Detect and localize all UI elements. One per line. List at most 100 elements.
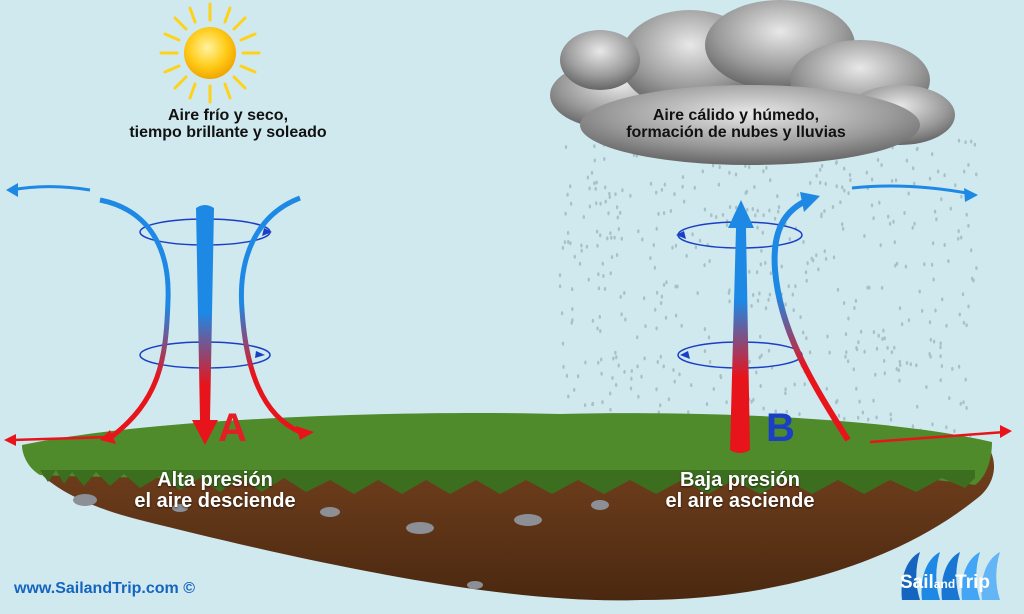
rain-drop — [619, 210, 622, 215]
rain-drop — [659, 354, 662, 359]
rain-drop — [866, 285, 869, 290]
rain-drop — [673, 379, 676, 384]
rain-drop — [777, 205, 781, 210]
rain-drop — [798, 412, 801, 417]
website-link[interactable]: www.SailandTrip.com © — [14, 580, 196, 597]
rain-drop — [844, 354, 847, 359]
rain-drop — [898, 378, 901, 383]
rain-drop — [600, 371, 603, 376]
rain-drop — [777, 209, 780, 214]
rain-drop — [820, 163, 824, 168]
rain-drop — [883, 336, 886, 341]
rain-drop — [603, 286, 607, 291]
rain-drop — [893, 240, 896, 245]
rain-drop — [931, 241, 935, 246]
rain-drop — [892, 219, 895, 224]
rain-drop — [854, 298, 858, 303]
rain-drop — [928, 352, 931, 356]
rain-drop — [874, 372, 877, 377]
rain-drop — [756, 208, 759, 213]
rain-drop — [820, 214, 823, 219]
rain-drop — [571, 307, 574, 312]
rain-drop — [588, 186, 591, 191]
rain-drop — [808, 350, 812, 355]
rain-drop — [753, 185, 756, 189]
rain-drop — [609, 407, 612, 412]
rain-drop — [563, 240, 567, 245]
rain-drop — [664, 315, 668, 320]
rain-drop — [759, 334, 762, 339]
rain-drop — [566, 192, 569, 197]
rain-drop — [970, 139, 973, 144]
rain-drop — [945, 323, 948, 328]
rain-drop — [728, 205, 732, 209]
rain-drop — [939, 354, 942, 359]
low-caption-line1: Aire cálido y húmedo, — [652, 107, 820, 124]
rain-drop — [875, 346, 879, 351]
rain-drop — [784, 387, 787, 392]
rain-drop — [890, 179, 894, 183]
rain-drop — [894, 263, 897, 268]
rain-drop — [644, 324, 647, 329]
rain-drop — [925, 385, 928, 389]
rain-drop — [898, 306, 902, 311]
rain-drop — [665, 280, 668, 285]
rain-drop — [824, 256, 828, 261]
rain-drop — [941, 297, 944, 302]
rain-drop — [728, 299, 731, 304]
rain-drop — [939, 378, 942, 383]
rain-drop — [762, 406, 765, 411]
rain-drop — [903, 211, 906, 215]
rain-drop — [863, 234, 866, 238]
rain-drop — [637, 229, 640, 234]
rain-drop — [960, 235, 963, 240]
rain-drop — [823, 249, 826, 254]
rain-drop — [593, 144, 596, 149]
rain-drop — [662, 211, 666, 216]
rain-drop — [857, 340, 860, 345]
rain-drop — [570, 320, 573, 325]
rain-drop — [788, 237, 791, 242]
rain-drop — [617, 227, 621, 232]
rain-drop — [945, 425, 948, 430]
rain-drop — [643, 356, 646, 361]
rain-drop — [703, 349, 707, 354]
rain-drop — [960, 194, 963, 199]
rain-drop — [959, 401, 962, 406]
rain-drop — [762, 169, 765, 174]
rain-drop — [964, 140, 967, 145]
low-pressure-caption: Aire cálido y húmedo, formación de nubes… — [606, 107, 866, 142]
rain-drop — [835, 184, 838, 189]
rain-drop — [728, 170, 731, 175]
rain-drop — [835, 160, 838, 165]
rain-drop — [967, 304, 970, 309]
high-ground-line2: el aire desciende — [134, 490, 296, 512]
rain-drop — [865, 170, 868, 175]
rain-drop — [599, 233, 602, 238]
rain-drop — [597, 360, 600, 365]
rain-drop — [703, 327, 707, 332]
rain-drop — [558, 273, 562, 278]
rain-drop — [957, 229, 960, 234]
rain-drop — [758, 291, 761, 296]
rain-drop — [852, 367, 855, 372]
rain-drop — [754, 213, 757, 218]
rain-drop — [641, 237, 644, 242]
rain-drop — [584, 360, 587, 365]
rain-drop — [889, 412, 892, 417]
rain-drop — [923, 262, 926, 267]
high-pressure-letter: A — [218, 406, 247, 450]
rain-drop — [617, 363, 620, 368]
rain-drop — [899, 363, 902, 368]
rain-drop — [848, 172, 852, 177]
rain-drop — [907, 191, 910, 196]
rain-drop — [849, 178, 852, 183]
rain-drop — [932, 277, 935, 282]
rain-drop — [687, 410, 690, 415]
rain-drop — [623, 369, 626, 374]
rain-drop — [962, 320, 966, 325]
sailandtrip-logo — [901, 552, 1000, 600]
rain-drop — [805, 278, 808, 283]
rain-drop — [933, 209, 937, 214]
rain-drop — [629, 386, 633, 391]
